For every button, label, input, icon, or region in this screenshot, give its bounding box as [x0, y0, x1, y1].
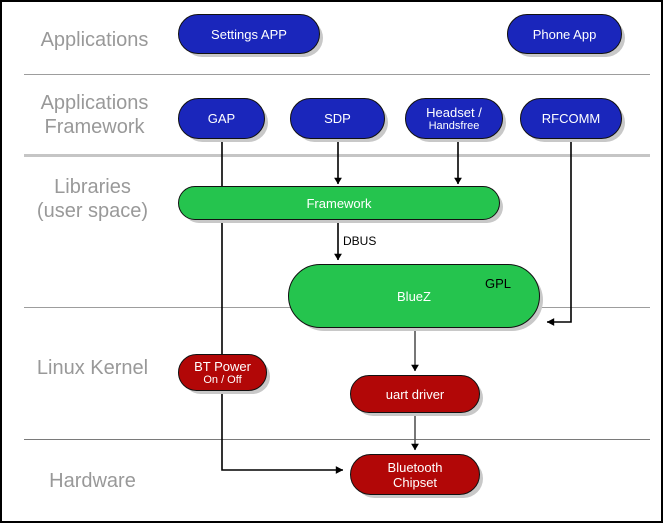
separator-applications-framework [24, 154, 650, 157]
node-rfcomm[interactable]: RFCOMM [520, 98, 622, 139]
node-settings-app-label: Settings APP [211, 26, 287, 42]
node-gap-label: GAP [207, 111, 236, 126]
node-bt-power-label: BT Power [194, 358, 251, 374]
node-bt-power[interactable]: BT Power On / Off [178, 354, 267, 391]
band-label-linux-kernel: Linux Kernel [36, 357, 149, 379]
node-uart-driver-label: uart driver [385, 386, 445, 402]
node-bluetooth-chipset-label: Bluetooth [387, 459, 443, 475]
wire-rfcomm-to-bluez [546, 139, 572, 326]
node-gap[interactable]: GAP [178, 98, 265, 139]
node-rfcomm-label: RFCOMM [541, 111, 601, 126]
node-bt-power-sublabel: On / Off [203, 373, 242, 386]
node-phone-app[interactable]: Phone App [507, 14, 622, 54]
band-label-applications-framework: Applications Framework [40, 92, 149, 138]
band-label-applications: Applications [40, 29, 149, 51]
edge-label-dbus: DBUS [343, 234, 377, 248]
node-uart-driver[interactable]: uart driver [350, 375, 480, 413]
node-sdp-label: SDP [324, 111, 351, 126]
node-bluez[interactable]: GPL BlueZ [288, 264, 540, 328]
node-headset-handsfree-label: Headset / [426, 104, 482, 120]
separator-applications [24, 74, 650, 75]
node-headset-handsfree[interactable]: Headset / Handsfree [405, 98, 503, 139]
node-bluetooth-chipset[interactable]: Bluetooth Chipset [350, 454, 480, 495]
separator-linux-kernel [24, 439, 650, 440]
node-framework[interactable]: Framework [178, 186, 500, 220]
node-settings-app[interactable]: Settings APP [178, 14, 320, 54]
band-label-libraries: Libraries (user space) [36, 176, 149, 222]
node-sdp[interactable]: SDP [290, 98, 385, 139]
node-bluez-label: BlueZ [397, 288, 431, 304]
node-bluez-license-tag: GPL [484, 276, 511, 291]
node-bluetooth-chipset-sublabel: Chipset [392, 474, 438, 490]
node-framework-label: Framework [306, 195, 372, 211]
band-label-hardware: Hardware [49, 470, 136, 492]
node-headset-handsfree-sublabel: Handsfree [428, 119, 480, 132]
node-phone-app-label: Phone App [532, 26, 597, 42]
